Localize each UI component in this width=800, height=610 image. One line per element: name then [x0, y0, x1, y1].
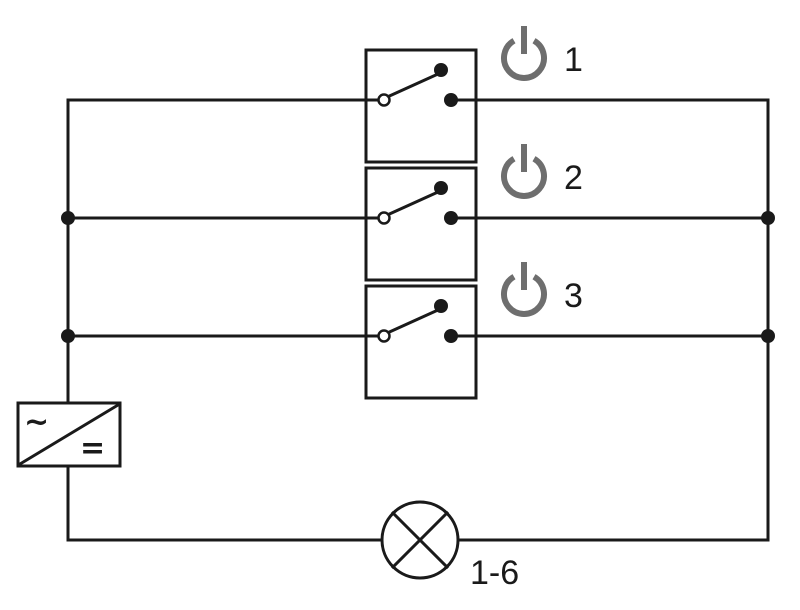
switch-lever [383, 72, 440, 100]
switch-rows: 1 2 3 [66, 26, 770, 400]
junction-left-3 [61, 329, 75, 343]
switch-2 [364, 166, 478, 282]
switch-contact-lower [444, 211, 458, 225]
junction-right-3 [761, 329, 775, 343]
switch-pivot [377, 93, 391, 107]
switch-contact-upper [434, 299, 448, 313]
switch-pivot [377, 329, 391, 343]
power-icon [501, 262, 547, 317]
junctions [61, 211, 775, 343]
lamp-icon [380, 500, 460, 580]
power-icon [501, 26, 547, 81]
switch-label-3: 3 [564, 277, 583, 315]
switch-label-1: 1 [564, 41, 583, 79]
switch-box [364, 48, 478, 164]
converter-diagonal [18, 403, 120, 466]
switch-pivot [377, 211, 391, 225]
converter-dc-symbol: = [80, 431, 105, 466]
switch-contact-lower [444, 329, 458, 343]
switch-1 [364, 48, 478, 164]
switch-contact-lower [444, 93, 458, 107]
junction-left-2 [61, 211, 75, 225]
switch-row-1: 1 [66, 26, 770, 164]
switch-lever [383, 308, 440, 336]
switch-contact-upper [434, 181, 448, 195]
switch-row-3: 3 [66, 262, 770, 400]
converter-ac-symbol: ~ [24, 405, 49, 440]
switch-3 [364, 284, 478, 400]
switch-row-2: 2 [66, 144, 770, 282]
lamp-label: 1-6 [470, 554, 519, 592]
ac-dc-converter: ~ = [16, 401, 122, 468]
wiring [66, 98, 770, 542]
junction-right-2 [761, 211, 775, 225]
power-icon [501, 144, 547, 199]
switch-contact-upper [434, 63, 448, 77]
switch-label-2: 2 [564, 159, 583, 197]
lamp: 1-6 [380, 500, 519, 592]
switch-lever [383, 190, 440, 218]
